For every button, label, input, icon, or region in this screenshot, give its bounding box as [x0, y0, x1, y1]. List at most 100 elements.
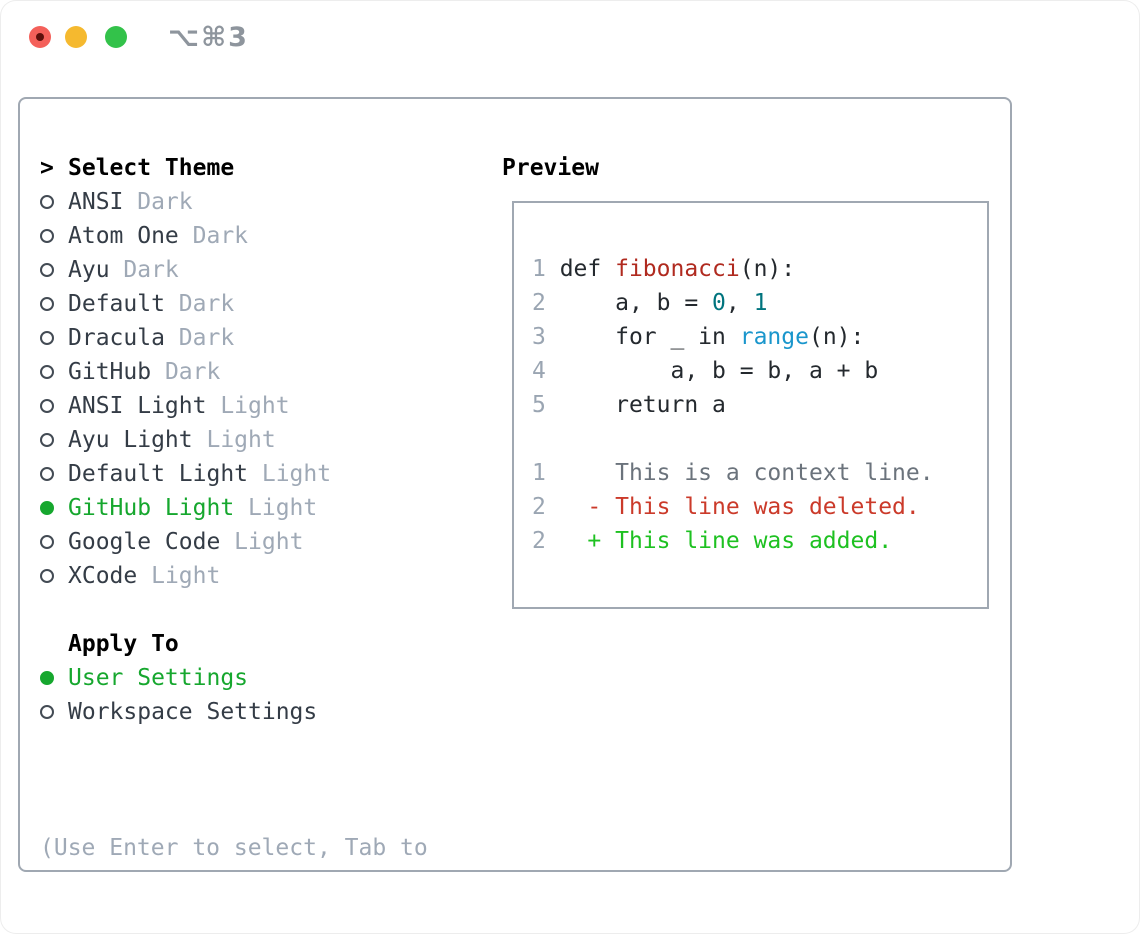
code-token-code: a, b = [559, 290, 713, 316]
theme-variant-tag: Dark [123, 189, 193, 215]
preview-header: Preview [502, 155, 599, 181]
code-line-3: 3 for _ in range(n): [532, 320, 934, 354]
radio-unselected-icon [40, 705, 54, 719]
hint-line-1: (Use Enter to select, Tab to [40, 835, 428, 861]
radio-gutter [40, 365, 68, 379]
theme-variant-tag: Dark [151, 359, 221, 385]
code-token-code: return a [559, 392, 726, 418]
radio-gutter [40, 467, 68, 481]
apply-option-workspace-settings[interactable]: Workspace Settings [40, 695, 317, 729]
theme-option-default-dark[interactable]: Default Dark [40, 287, 331, 321]
radio-unselected-icon [40, 263, 54, 277]
code-line-6 [532, 422, 934, 456]
close-button[interactable] [29, 26, 51, 48]
theme-variant-tag: Light [192, 427, 276, 453]
theme-variant-tag: Light [234, 495, 318, 521]
option-label: ANSI Light [68, 393, 207, 419]
code-token-deleted: - This line was deleted. [559, 494, 920, 520]
code-token-number: 1 [753, 290, 768, 316]
theme-list-header: > Select Theme [40, 151, 331, 185]
radio-unselected-icon [40, 433, 54, 447]
code-line-7: 1 This is a context line. [532, 456, 934, 490]
option-label: GitHub [68, 359, 152, 385]
line-number: 4 [532, 358, 560, 384]
code-token-code: , [725, 290, 754, 316]
option-label: Ayu [68, 257, 110, 283]
option-label: ANSI [68, 189, 124, 215]
theme-variant-tag: Light [206, 393, 290, 419]
option-label: GitHub Light [68, 495, 235, 521]
section-header-label: Apply To [68, 631, 179, 657]
theme-option-ayu-dark[interactable]: Ayu Dark [40, 253, 331, 287]
theme-option-dracula-dark[interactable]: Dracula Dark [40, 321, 331, 355]
code-line-5: 5 return a [532, 388, 934, 422]
code-line-9: 2 + This line was added. [532, 524, 934, 558]
radio-unselected-icon [40, 297, 54, 311]
apply-option-user-settings[interactable]: User Settings [40, 661, 317, 695]
radio-unselected-icon [40, 467, 54, 481]
option-label: XCode [68, 563, 138, 589]
code-line-1: 1 def fibonacci(n): [532, 252, 934, 286]
theme-option-ansi-light-light[interactable]: ANSI Light Light [40, 389, 331, 423]
code-token-code: for _ in [559, 324, 740, 350]
option-label: Default Light [68, 461, 249, 487]
radio-gutter [40, 399, 68, 413]
radio-gutter [40, 501, 68, 515]
line-number: 1 [532, 460, 560, 486]
option-label: Default [68, 291, 165, 317]
option-label: User Settings [68, 665, 249, 691]
theme-option-xcode-light[interactable]: XCode Light [40, 559, 331, 593]
radio-selected-icon [40, 501, 54, 515]
theme-option-github-dark[interactable]: GitHub Dark [40, 355, 331, 389]
theme-variant-tag: Light [137, 563, 221, 589]
code-token-function: fibonacci [615, 256, 740, 282]
radio-unselected-icon [40, 399, 54, 413]
keyboard-hint: (Use Enter to select, Tab to change focu… [40, 763, 428, 934]
theme-option-ayu-light-light[interactable]: Ayu Light Light [40, 423, 331, 457]
theme-variant-tag: Light [248, 461, 332, 487]
theme-option-ansi-dark[interactable]: ANSI Dark [40, 185, 331, 219]
theme-option-github-light-light[interactable]: GitHub Light Light [40, 491, 331, 525]
radio-gutter [40, 433, 68, 447]
theme-option-default-light-light[interactable]: Default Light Light [40, 457, 331, 491]
radio-gutter [40, 263, 68, 277]
theme-variant-tag: Dark [164, 291, 235, 317]
radio-gutter [40, 569, 68, 583]
apply-to-header: Apply To [40, 627, 317, 661]
code-token-context: This is a context line. [559, 460, 934, 486]
unsaved-changes-dot [36, 33, 44, 41]
focus-cursor-icon: > [40, 155, 54, 181]
line-number: 1 [532, 256, 560, 282]
theme-variant-tag: Dark [109, 257, 179, 283]
section-header-label: Select Theme [68, 155, 235, 181]
radio-selected-icon [40, 671, 54, 685]
minimize-button[interactable] [65, 26, 87, 48]
window-shortcut-label: ⌥⌘3 [168, 22, 249, 53]
option-label: Workspace Settings [68, 699, 318, 725]
radio-unselected-icon [40, 331, 54, 345]
option-label: Dracula [68, 325, 165, 351]
radio-gutter [40, 535, 68, 549]
code-token-code: def [559, 256, 616, 282]
theme-option-atom-one-dark[interactable]: Atom One Dark [40, 219, 331, 253]
radio-unselected-icon [40, 365, 54, 379]
zoom-button[interactable] [105, 26, 127, 48]
code-token-code: a, b = b, a + b [559, 358, 879, 384]
theme-option-google-code-light[interactable]: Google Code Light [40, 525, 331, 559]
option-label: Google Code [68, 529, 221, 555]
radio-unselected-icon [40, 569, 54, 583]
code-token-added: + This line was added. [559, 528, 893, 554]
code-token-builtin: range [739, 324, 809, 350]
theme-variant-tag: Dark [178, 223, 249, 249]
radio-unselected-icon [40, 229, 54, 243]
code-line-2: 2 a, b = 0, 1 [532, 286, 934, 320]
radio-gutter [40, 195, 68, 209]
radio-gutter [40, 705, 68, 719]
radio-gutter [40, 331, 68, 345]
theme-variant-tag: Dark [164, 325, 235, 351]
